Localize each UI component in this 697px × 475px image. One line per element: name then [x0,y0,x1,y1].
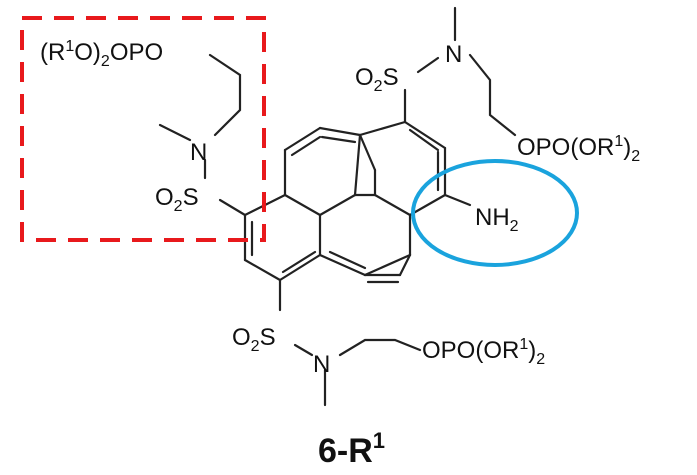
amine-label: NH2 [475,204,519,235]
compound-label: 6-R1 [318,428,385,470]
bottom-sulfonyl-label: O2S [232,324,276,355]
highlight-dashed-box [20,16,266,242]
left-sulfonyl-label: O2S [155,184,199,215]
pyrene-core [243,120,447,284]
bottom-n-label: N [313,351,330,378]
top-right-n-label: N [445,41,462,68]
top-right-sulfonyl-label: O2S [355,64,399,95]
left-n-label: N [190,139,207,166]
top-left-phosphate-label: (R1O)2OPO [40,38,163,70]
substituent-bonds [158,6,517,407]
highlight-ellipse [411,159,579,267]
right-phosphate-label: OPO(OR1)2 [517,133,640,165]
bottom-phosphate-label: OPO(OR1)2 [422,336,545,368]
